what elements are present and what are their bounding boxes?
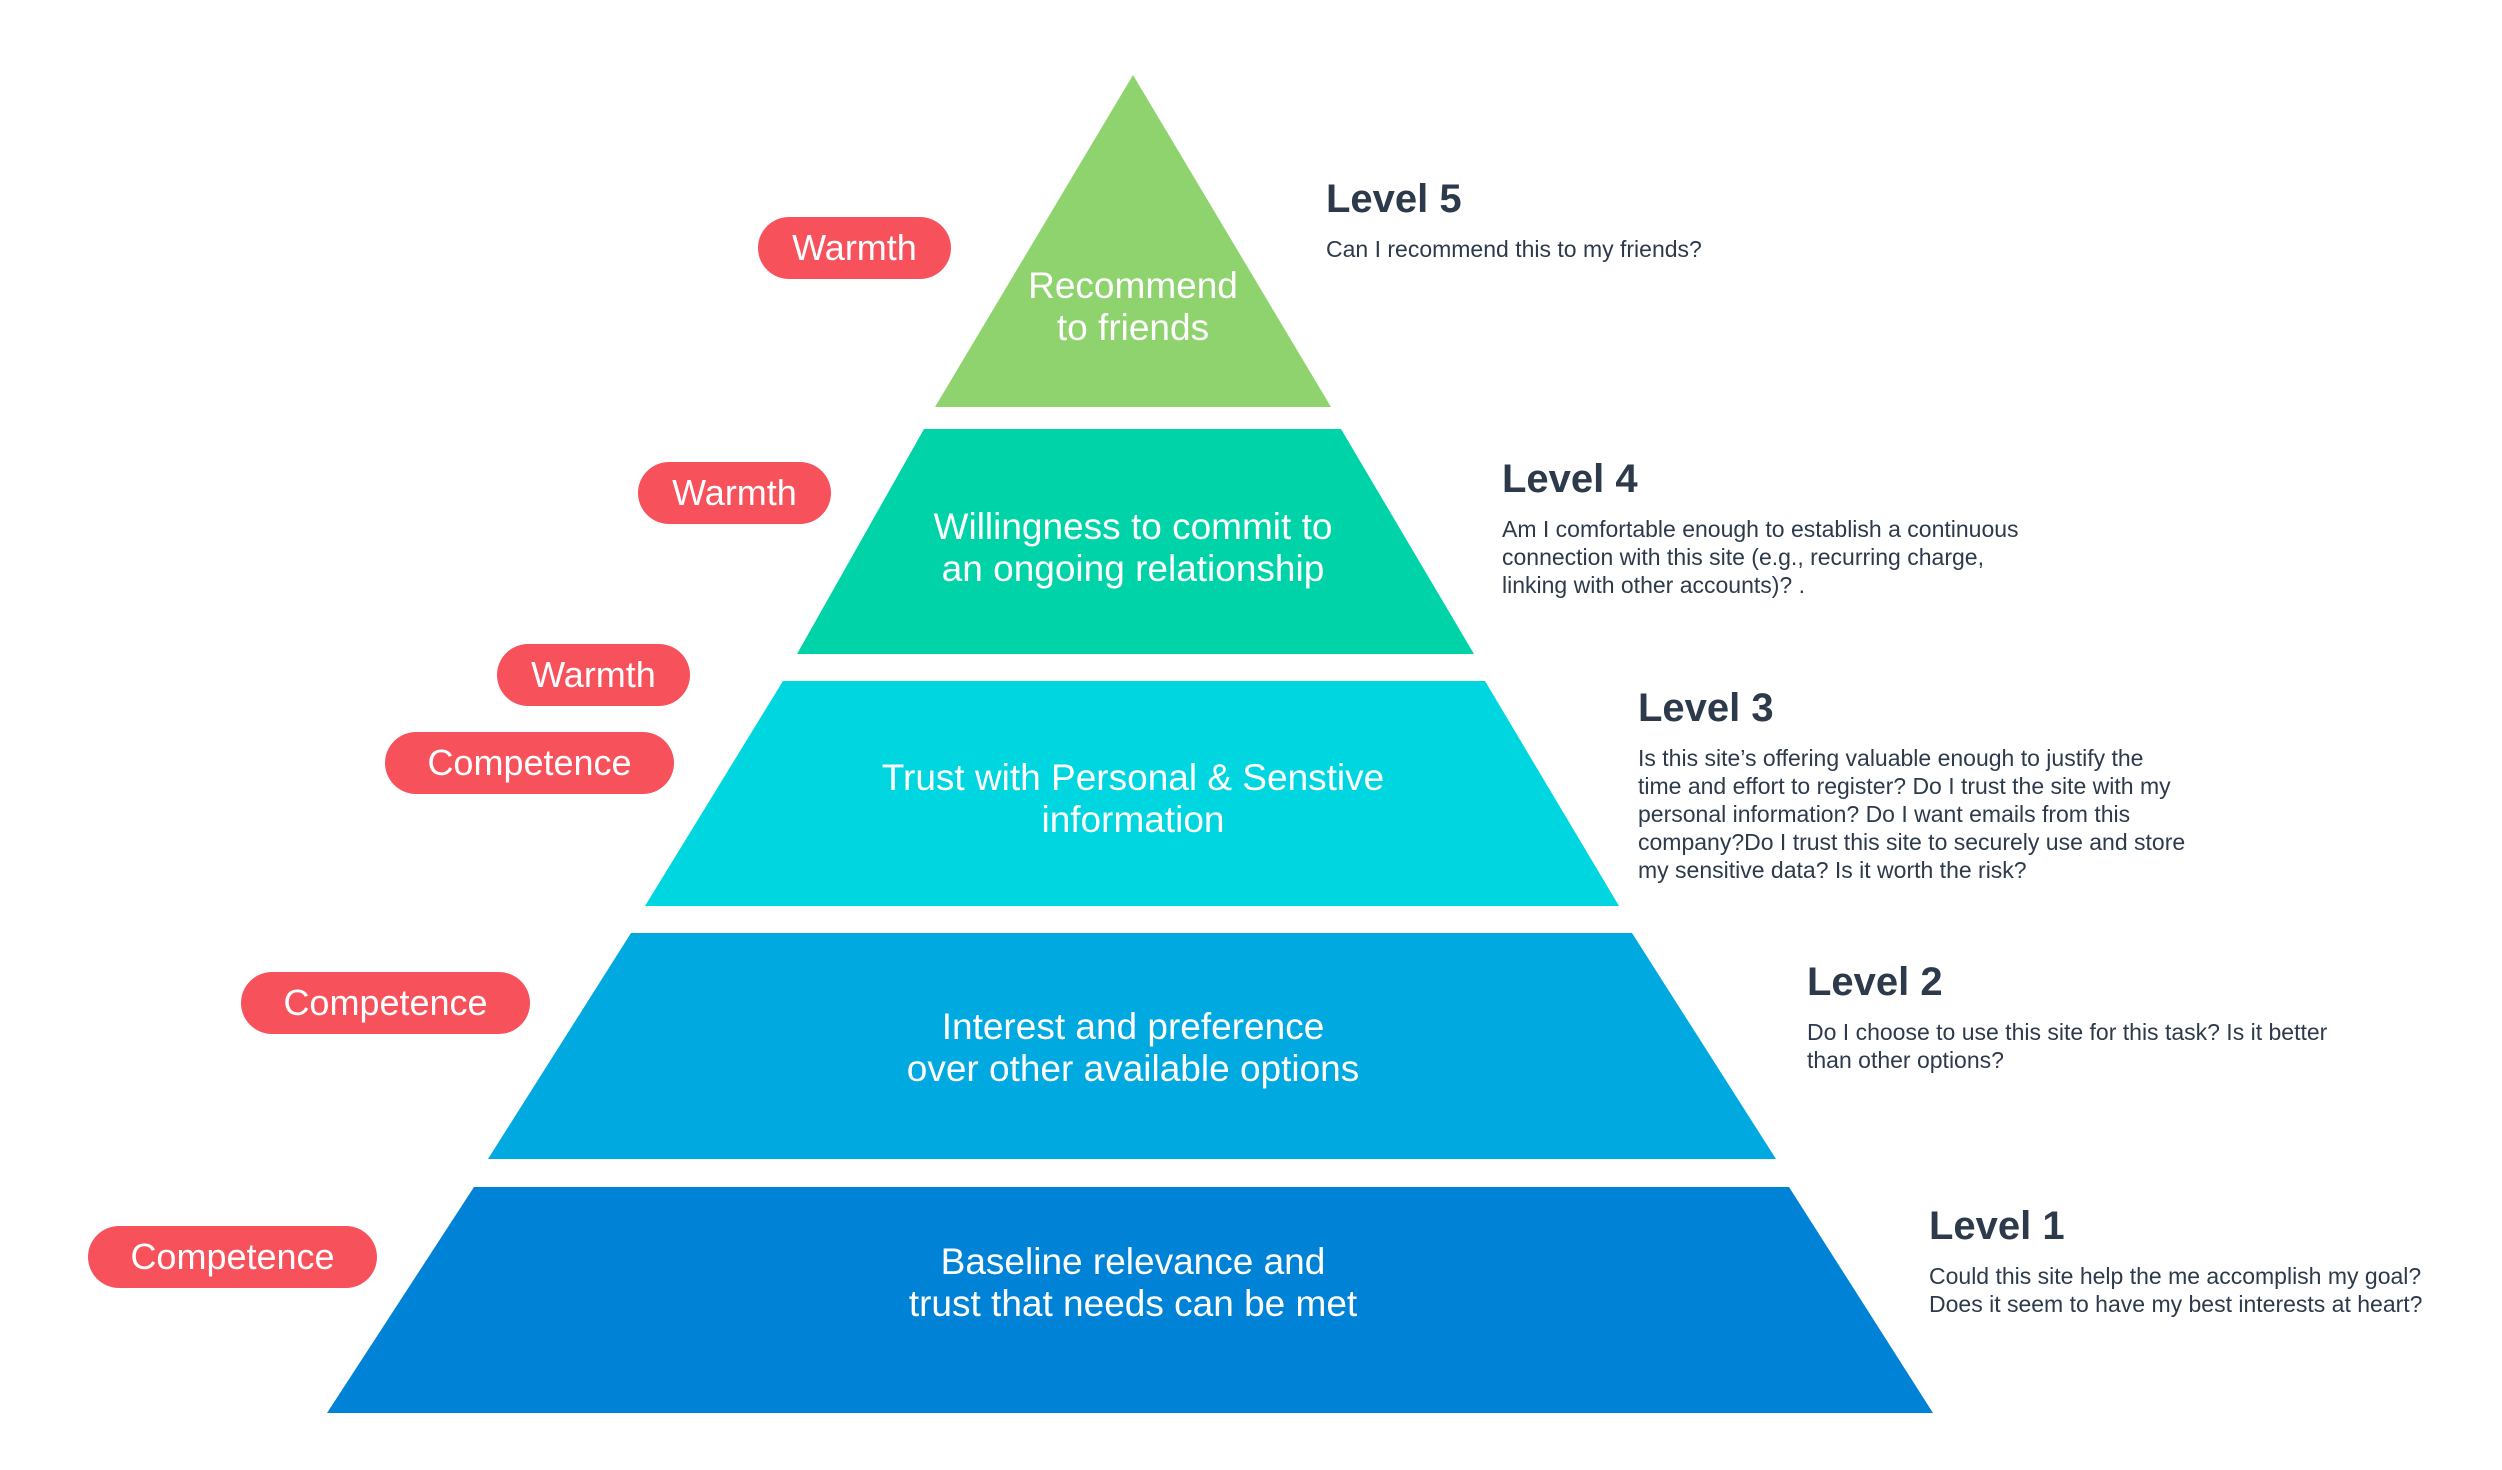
level4-description: Am I comfortable enough to establish a c… bbox=[1502, 516, 2019, 598]
tag-level2-competence: Competence bbox=[241, 972, 530, 1034]
tag-level3-warmth: Warmth bbox=[497, 644, 690, 706]
tier-level4-shape bbox=[797, 429, 1474, 654]
tier-level3-shape bbox=[645, 681, 1619, 906]
tag-level5-warmth: Warmth bbox=[758, 217, 951, 279]
tag-level1-competence: Competence bbox=[88, 1226, 377, 1288]
tag-level3-competence: Competence bbox=[385, 732, 674, 794]
tag-level4-warmth: Warmth bbox=[638, 462, 831, 524]
level2-title: Level 2 bbox=[1807, 960, 1943, 1004]
tier-level1-shape bbox=[327, 1187, 1933, 1413]
level3-description: Is this site’s offering valuable enough … bbox=[1638, 745, 2186, 883]
tier-level5-shape bbox=[935, 75, 1331, 407]
tier-level2-shape bbox=[488, 933, 1776, 1159]
level1-description: Could this site help the me accomplish m… bbox=[1929, 1263, 2423, 1317]
tier-level2-label: Interest and preference over other avail… bbox=[906, 1006, 1360, 1089]
tier-level3-label: Trust with Personal & Senstive informati… bbox=[881, 757, 1385, 840]
level1-info: Level 1 Could this site help the me acco… bbox=[1929, 1202, 2422, 1318]
level4-info: Level 4 Am I comfortable enough to estab… bbox=[1502, 455, 2019, 599]
tier-level5-label: Recommend to friends bbox=[1028, 265, 1238, 348]
tier-level1-label: Baseline relevance and trust that needs … bbox=[908, 1241, 1358, 1324]
level2-description: Do I choose to use this site for this ta… bbox=[1807, 1019, 2328, 1073]
tier-level4-label: Willingness to commit to an ongoing rela… bbox=[933, 506, 1333, 589]
level5-info: Level 5 Can I recommend this to my frien… bbox=[1326, 175, 1702, 263]
level5-description: Can I recommend this to my friends? bbox=[1326, 236, 1702, 262]
level5-title: Level 5 bbox=[1326, 177, 1462, 221]
level3-info: Level 3 Is this site’s offering valuable… bbox=[1638, 684, 2185, 884]
level2-info: Level 2 Do I choose to use this site for… bbox=[1807, 958, 2327, 1074]
level4-title: Level 4 bbox=[1502, 457, 1638, 501]
level3-title: Level 3 bbox=[1638, 686, 1774, 730]
level1-title: Level 1 bbox=[1929, 1204, 2065, 1248]
